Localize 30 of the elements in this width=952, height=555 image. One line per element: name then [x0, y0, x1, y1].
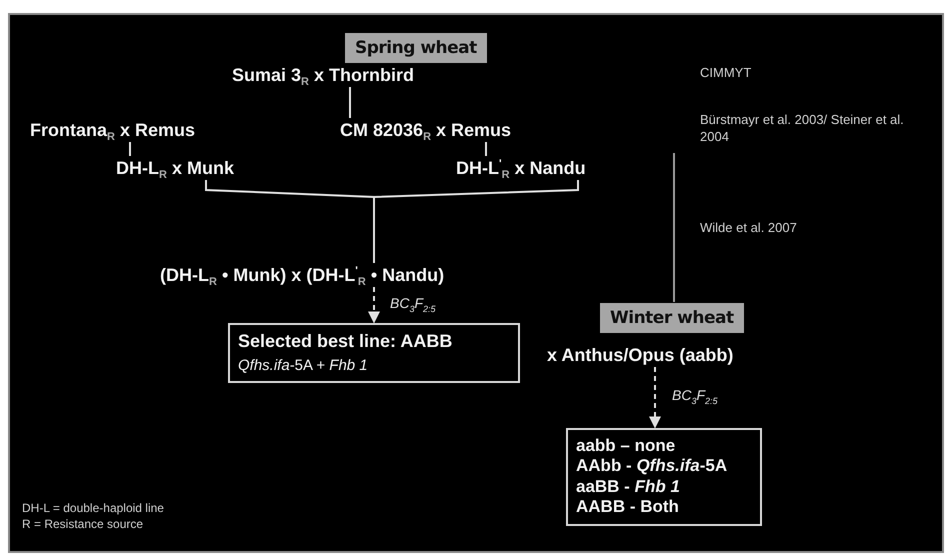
reference-note: CIMMYT — [700, 65, 752, 82]
cross-label: Frontana$_{R}$ x Remus — [30, 119, 196, 141]
reference-note: Bürstmayr et al. 2003/ Steiner et al. 2004 — [700, 112, 905, 146]
genotype-text: Selected best line: AABB — [238, 331, 454, 353]
cross-label: x Anthus/Opus (aabb) — [547, 344, 734, 366]
cross-label: Sumai 3$_{R}$ x Thornbird — [232, 64, 414, 86]
cross-label: CM 82036$_{R}$ x Remus — [340, 119, 512, 141]
connector-line — [673, 153, 675, 302]
cross-label: DH-L$_{R}$ x Munk — [116, 157, 234, 179]
section-heading: Winter wheat — [600, 303, 744, 333]
result-box — [228, 323, 520, 383]
genotype-text: AABB - Both — [576, 497, 680, 518]
result-box — [566, 428, 762, 526]
dashed-arrow — [368, 287, 380, 324]
connector-line — [129, 142, 131, 156]
connector-line — [373, 180, 579, 263]
dashed-arrow — [649, 367, 661, 428]
legend-note: R = Resistance source — [22, 517, 144, 533]
cross-label: (DH-L$_{R}$ • Munk) x (DH-L$^{'}$$_{R}$ • Nandu) — [160, 264, 444, 286]
genotype-text: aaBB - Fhb 1 — [576, 476, 681, 498]
genotype-text: Qfhs.ifa-5A + Fhb 1 — [238, 356, 369, 375]
connector-line — [485, 142, 487, 156]
edge-label: BC$_{3}$F$_{2:5}$ — [670, 387, 720, 406]
genotype-text: AAbb - Qfhs.ifa-5A — [576, 456, 728, 477]
connector-line — [349, 87, 351, 118]
cross-label: DH-L$^{'}$$_{R}$ x Nandu — [456, 157, 586, 179]
genotype-text: aabb – none — [576, 436, 676, 456]
section-heading: Spring wheat — [345, 33, 487, 63]
reference-note: Wilde et al. 2007 — [700, 220, 798, 237]
legend-note: DH-L = double-haploid line — [22, 501, 165, 517]
